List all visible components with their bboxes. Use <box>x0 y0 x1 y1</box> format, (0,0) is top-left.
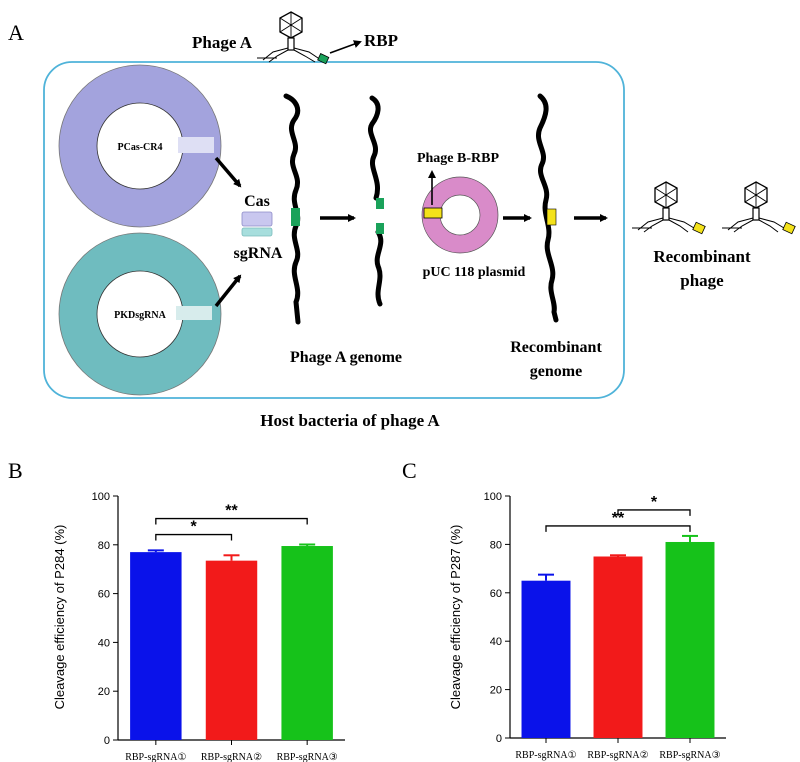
chart-b: Cleavage efficiency of P284 (%) 0 20 40 60 8… <box>52 491 345 762</box>
category-label: RBP-sgRNA② <box>587 750 648 761</box>
recombinant-genome-label-1: Recombinant <box>510 339 602 356</box>
recombinant-genome-strand <box>536 93 559 323</box>
cut-marker-top <box>376 198 384 209</box>
bar-3 <box>281 546 333 740</box>
category-label: RBP-sgRNA② <box>201 752 262 762</box>
panel-label-a: A <box>8 20 24 45</box>
chart-c: Cleavage efficiency of P287 (%) 0 20 40 60 8… <box>448 491 726 761</box>
category-label: RBP-sgRNA① <box>125 752 186 762</box>
sgrna-molecule <box>241 227 273 237</box>
y-tick-label: 0 <box>104 735 110 747</box>
y-tick-label: 80 <box>98 540 110 552</box>
bar-2 <box>593 556 643 738</box>
rbp-label: RBP <box>364 31 398 50</box>
panel-label-b: B <box>8 458 23 483</box>
sgrna-label: sgRNA <box>234 245 283 262</box>
pkdsgrna-outline <box>58 232 222 396</box>
y-tick-label: 60 <box>98 589 110 601</box>
pkd-label: PKDsgRNA <box>114 310 166 321</box>
recombinant-phage-label-2: phage <box>680 271 724 290</box>
y-tick-label: 20 <box>490 685 502 697</box>
y-tick-label: 60 <box>490 588 502 600</box>
significance-label: ** <box>612 510 625 527</box>
bar-3 <box>665 541 715 738</box>
host-bacteria-box <box>43 61 625 399</box>
significance-label: * <box>191 519 198 536</box>
recombinant-phage-1 <box>632 181 706 235</box>
recombinant-genome-label-2: genome <box>530 363 582 380</box>
cut-genome-lower <box>374 229 384 307</box>
pcas-insert <box>178 137 214 153</box>
host-label: Host bacteria of phage A <box>260 411 440 430</box>
significance-bracket <box>155 517 308 525</box>
category-label: RBP-sgRNA③ <box>659 750 720 761</box>
bar-1 <box>130 552 182 740</box>
pcas-cr4-outline <box>58 64 222 228</box>
phage-a-genome-strand <box>283 93 301 325</box>
rbp-arrow <box>329 40 362 54</box>
puc-rbp-insert <box>423 207 443 219</box>
arrow-pcas-to-cas <box>214 156 242 188</box>
category-label: RBP-sgRNA① <box>515 750 576 761</box>
significance-bracket <box>545 525 691 532</box>
pcas-label: PCas-CR4 <box>118 142 163 153</box>
significance-label: ** <box>225 503 238 520</box>
y-tick-label: 100 <box>484 491 502 503</box>
y-tick-label: 20 <box>98 686 110 698</box>
chart-b-ylabel: Cleavage efficiency of P284 (%) <box>52 525 67 710</box>
recombinant-phage-2 <box>722 181 796 235</box>
panel-label-c: C <box>402 458 417 483</box>
y-tick-label: 80 <box>490 539 502 551</box>
arrow-pkd-to-sgrna <box>214 274 242 308</box>
puc-hole <box>439 194 481 236</box>
recombinant-rbp-marker <box>546 208 557 226</box>
recombinant-phage-label-1: Recombinant <box>653 247 751 266</box>
significance-bracket <box>155 533 233 541</box>
significance-bracket <box>617 509 691 516</box>
y-tick-label: 0 <box>496 733 502 745</box>
cas-label: Cas <box>244 193 270 210</box>
bar-1 <box>521 580 571 738</box>
puc-label: pUC 118 plasmid <box>423 265 526 280</box>
puc-outline <box>421 176 499 254</box>
pkd-insert <box>176 306 212 320</box>
phage-a-label: Phage A <box>192 33 253 52</box>
y-tick-label: 100 <box>92 491 110 503</box>
chart-c-ylabel: Cleavage efficiency of P287 (%) <box>448 525 463 710</box>
phage-a-icon <box>257 11 330 65</box>
category-label: RBP-sgRNA③ <box>277 752 338 762</box>
y-tick-label: 40 <box>490 636 502 648</box>
bar-2 <box>205 560 258 740</box>
cut-genome-upper <box>368 95 381 201</box>
phage-b-rbp-label: Phage B-RBP <box>417 151 500 166</box>
y-tick-label: 40 <box>98 637 110 649</box>
cas-protein <box>241 211 273 227</box>
cut-marker-bottom <box>376 223 384 234</box>
genome-rbp-marker <box>291 208 300 226</box>
significance-label: * <box>651 494 658 511</box>
phage-a-genome-label: Phage A genome <box>290 349 402 366</box>
